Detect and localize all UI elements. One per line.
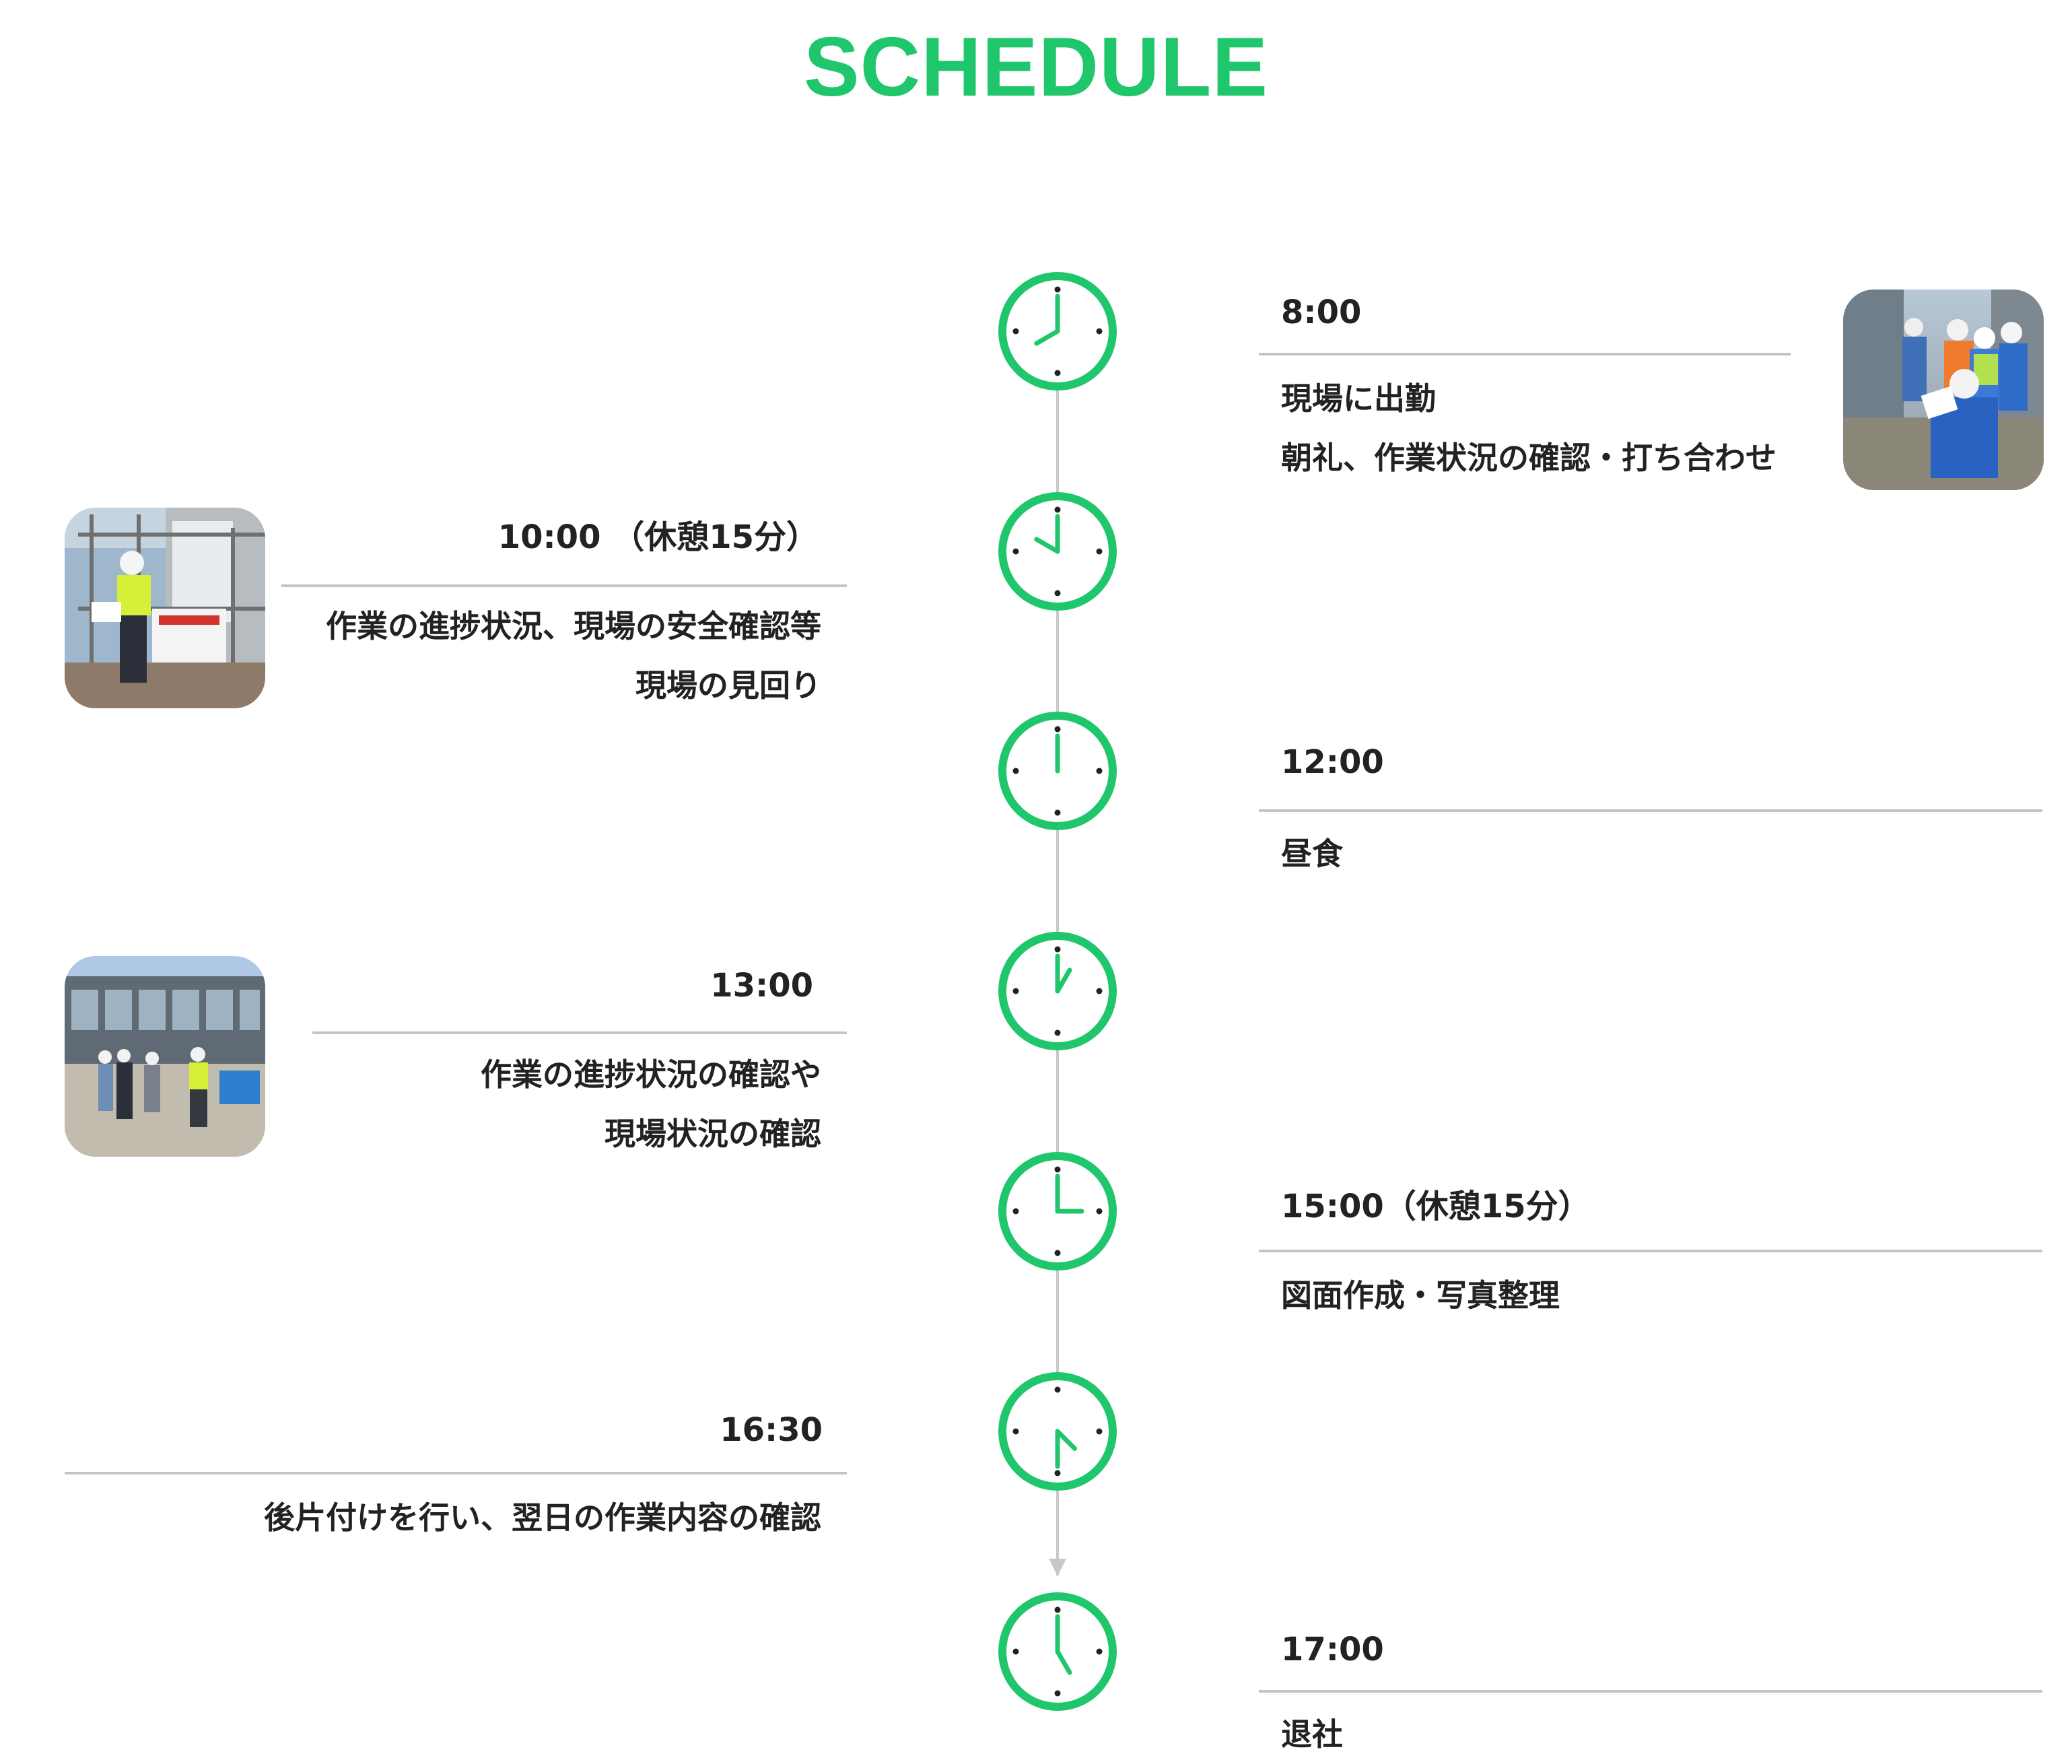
description-line: 朝礼、作業状況の確認・打ち合わせ: [1281, 440, 1776, 476]
divider-1200: [1259, 809, 2042, 812]
description-1630: 後片付けを行い、翌日の作業内容の確認: [264, 1488, 821, 1547]
clock-tick: [1054, 946, 1061, 953]
clock-tick: [1096, 1208, 1103, 1215]
clock-tick: [1096, 548, 1103, 555]
divider-1630: [65, 1472, 847, 1474]
clock-icon-0800: [996, 269, 1119, 393]
divider-1000: [281, 584, 847, 587]
page-title: SCHEDULE: [803, 21, 1269, 114]
clock-icon-1700: [996, 1590, 1119, 1714]
clock-face-1300: [998, 932, 1117, 1050]
description-1200: 昼食: [1281, 824, 1343, 883]
clock-tick: [1054, 1386, 1061, 1393]
divider-1500: [1259, 1250, 2042, 1252]
clock-tick: [1054, 286, 1061, 293]
clock-tick: [1096, 1428, 1103, 1435]
clock-hour-hand: [1034, 329, 1060, 346]
clock-tick: [1012, 1648, 1019, 1655]
description-line: 作業の進捗状況の確認や: [481, 1056, 821, 1093]
description-1300: 作業の進捗状況の確認や 現場状況の確認: [481, 1045, 821, 1163]
clock-tick: [1054, 726, 1061, 733]
time-label-1500: 15:00（休憩15分）: [1281, 1188, 1591, 1225]
clock-icon-1500: [996, 1149, 1119, 1273]
clock-tick: [1012, 1428, 1019, 1435]
clock-icon-1300: [996, 929, 1119, 1053]
clock-face-0800: [998, 272, 1117, 391]
clock-icon-1000: [996, 489, 1119, 613]
clock-hour-hand: [1034, 537, 1060, 554]
clock-face-1630: [998, 1372, 1117, 1491]
time-label-0800: 8:00: [1281, 294, 1362, 331]
clock-tick: [1096, 1648, 1103, 1655]
clock-tick: [1054, 506, 1061, 513]
clock-tick: [1054, 1470, 1061, 1477]
description-line: 現場の見回り: [635, 667, 821, 704]
clock-tick: [1054, 1166, 1061, 1173]
description-line: 図面作成・写真整理: [1281, 1277, 1560, 1314]
divider-1300: [312, 1031, 847, 1034]
clock-tick: [1012, 768, 1019, 774]
clock-tick: [1012, 1208, 1019, 1215]
description-line: 現場に出勤: [1281, 380, 1436, 417]
clock-tick: [1054, 1690, 1061, 1697]
timeline-arrow-icon: [1049, 1559, 1066, 1576]
description-line: 後片付けを行い、翌日の作業内容の確認: [264, 1499, 821, 1536]
clock-tick: [1012, 548, 1019, 555]
clock-hour-hand: [1055, 1649, 1072, 1675]
time-label-1630: 16:30: [720, 1411, 823, 1449]
description-line: 現場状況の確認: [605, 1116, 821, 1152]
clock-face-1500: [998, 1152, 1117, 1270]
description-1500: 図面作成・写真整理: [1281, 1266, 1560, 1325]
clock-tick: [1096, 328, 1103, 335]
description-line: 昼食: [1281, 836, 1343, 872]
clock-tick: [1096, 988, 1103, 994]
time-label-1200: 12:00: [1281, 743, 1384, 781]
clock-face-1000: [998, 492, 1117, 611]
description-0800: 現場に出勤 朝礼、作業状況の確認・打ち合わせ: [1281, 369, 1776, 487]
clock-icon-1630: [996, 1369, 1119, 1493]
clock-hour-hand: [1055, 968, 1072, 994]
clock-face-1700: [998, 1592, 1117, 1711]
description-line: 作業の進捗状況、現場の安全確認等: [326, 608, 821, 644]
clock-face-1200: [998, 712, 1117, 830]
clock-tick: [1054, 590, 1061, 597]
safety-check-photo: [65, 508, 265, 708]
site-meeting-photo: [1843, 290, 2044, 490]
clock-tick: [1096, 768, 1103, 774]
site-inspection-photo: [65, 956, 265, 1157]
time-label-1000: 10:00 （休憩15分）: [497, 518, 819, 556]
divider-0800: [1259, 353, 1791, 355]
time-label-1700: 17:00: [1281, 1631, 1384, 1668]
clock-tick: [1054, 1250, 1061, 1256]
clock-hour-hand: [1055, 1429, 1077, 1451]
description-line: 退社: [1281, 1716, 1343, 1753]
clock-tick: [1054, 1029, 1061, 1036]
description-1000: 作業の進捗状況、現場の安全確認等 現場の見回り: [326, 597, 821, 715]
clock-icon-1200: [996, 709, 1119, 833]
clock-tick: [1054, 1606, 1061, 1613]
divider-1700: [1259, 1690, 2042, 1693]
clock-tick: [1054, 809, 1061, 816]
clock-tick: [1012, 988, 1019, 994]
time-label-1300: 13:00: [710, 967, 813, 1005]
description-1700: 退社: [1281, 1705, 1343, 1764]
clock-tick: [1012, 328, 1019, 335]
clock-tick: [1054, 370, 1061, 376]
